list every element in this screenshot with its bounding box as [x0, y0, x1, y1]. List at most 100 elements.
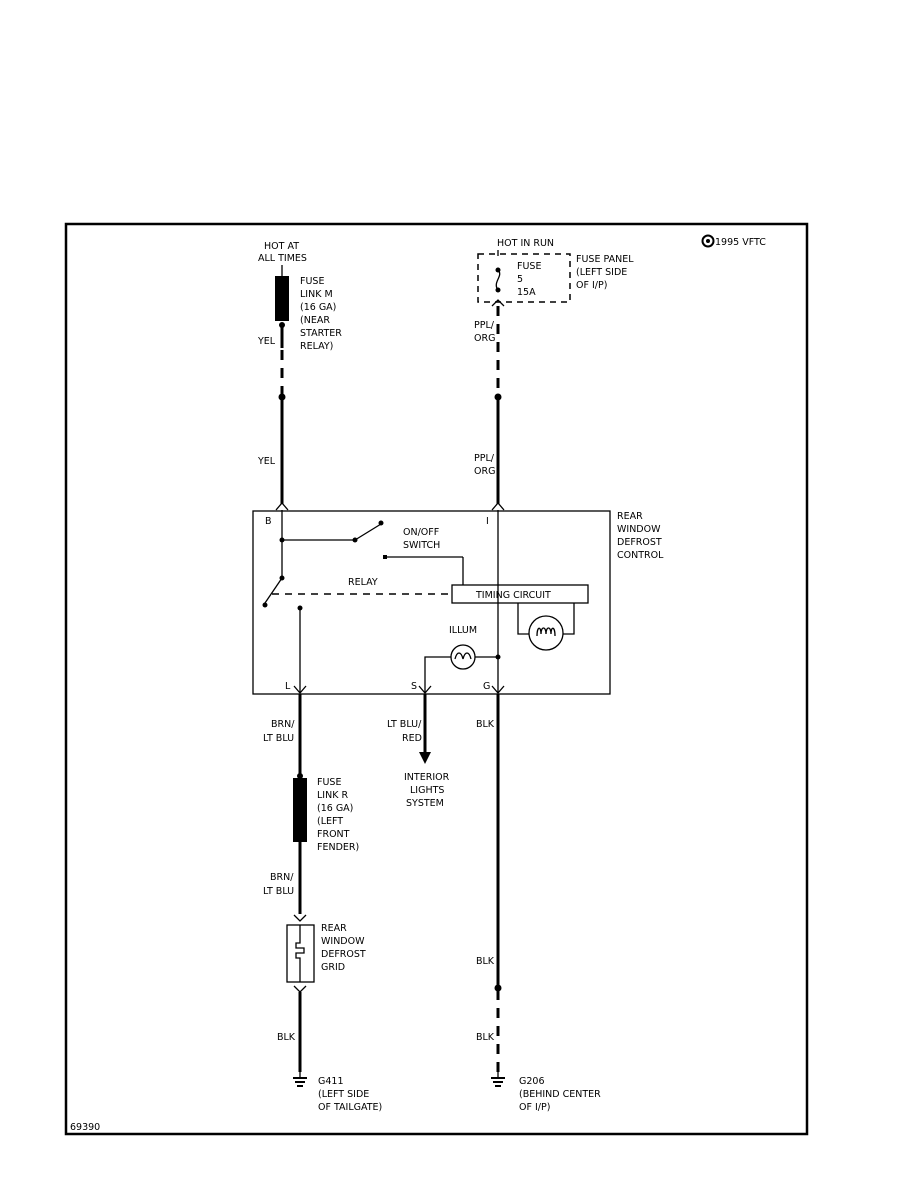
svg-text:OF TAILGATE): OF TAILGATE) — [318, 1102, 382, 1113]
svg-text:REAR: REAR — [617, 511, 643, 522]
wire-label-blk: BLK — [476, 956, 495, 967]
svg-text:(LEFT SIDE: (LEFT SIDE — [576, 267, 627, 278]
defrost-grid-label: REAR WINDOW DEFROST GRID — [321, 923, 366, 973]
wire-label-blk: BLK — [476, 1032, 495, 1043]
svg-text:LINK R: LINK R — [317, 790, 348, 801]
svg-text:LIGHTS: LIGHTS — [410, 785, 444, 796]
right-feed-label: HOT IN RUN — [497, 238, 554, 249]
svg-text:PPL/: PPL/ — [474, 453, 495, 464]
svg-text:G206: G206 — [519, 1076, 545, 1087]
svg-text:PPL/: PPL/ — [474, 320, 495, 331]
terminal-b-label: B — [265, 516, 272, 527]
svg-text:FUSE PANEL: FUSE PANEL — [576, 254, 634, 265]
terminal-i-label: I — [486, 516, 489, 527]
arrow-down-icon — [419, 752, 431, 764]
svg-text:DEFROST: DEFROST — [321, 949, 366, 960]
fuse-label: FUSE 5 15A — [517, 261, 541, 298]
diagram-frame — [64, 222, 809, 1136]
wire-label-brn-lt-blu: BRN/ LT BLU — [263, 872, 294, 897]
svg-text:FENDER): FENDER) — [317, 842, 359, 853]
wire-label-ppl-org: PPL/ ORG — [474, 320, 495, 344]
wire-label-brn-lt-blu: BRN/ LT BLU — [263, 719, 295, 744]
svg-text:CONTROL: CONTROL — [617, 550, 664, 561]
svg-text:LT BLU/: LT BLU/ — [387, 719, 422, 730]
copyright-icon — [701, 234, 715, 248]
fuse-link-m-label: FUSE LINK M (16 GA) (NEAR STARTER RELAY) — [300, 276, 342, 352]
fuse-panel-label: FUSE PANEL (LEFT SIDE OF I/P) — [576, 254, 634, 291]
svg-text:(LEFT SIDE: (LEFT SIDE — [318, 1089, 369, 1100]
connector-i-chevron — [491, 502, 505, 511]
svg-text:OF I/P): OF I/P) — [519, 1102, 550, 1113]
svg-text:(BEHIND CENTER: (BEHIND CENTER — [519, 1089, 601, 1100]
copyright-text: 1995 VFTC — [715, 237, 766, 248]
ground-g206-icon — [491, 1072, 505, 1087]
defrost-control-module — [252, 510, 611, 695]
on-off-switch-blade — [354, 523, 382, 541]
svg-text:WINDOW: WINDOW — [617, 524, 661, 535]
svg-text:FUSE: FUSE — [300, 276, 324, 287]
timing-circuit-label: TIMING CIRCUIT — [475, 590, 551, 601]
fuse-panel-box — [477, 253, 571, 303]
relay-label: RELAY — [348, 577, 378, 588]
heating-element-icon — [295, 925, 305, 982]
svg-text:ON/OFF: ON/OFF — [403, 527, 439, 538]
switch-label: ON/OFF SWITCH — [403, 527, 440, 551]
wire-label-yel: YEL — [257, 456, 276, 467]
wire-label-yel: YEL — [257, 336, 276, 347]
svg-text:RELAY): RELAY) — [300, 341, 333, 352]
svg-text:LT BLU: LT BLU — [263, 886, 294, 897]
ground-g411-label: G411 (LEFT SIDE OF TAILGATE) — [318, 1076, 382, 1113]
figure-id: 69390 — [70, 1122, 100, 1133]
svg-text:FUSE: FUSE — [517, 261, 541, 272]
svg-text:(16 GA): (16 GA) — [317, 803, 353, 814]
svg-text:FRONT: FRONT — [317, 829, 350, 840]
interior-lights-label: INTERIOR LIGHTS SYSTEM — [404, 772, 450, 809]
svg-text:ORG: ORG — [474, 333, 495, 344]
wire-label-blk: BLK — [277, 1032, 296, 1043]
terminal-s-label: S — [411, 681, 417, 692]
svg-text:LINK M: LINK M — [300, 289, 333, 300]
svg-text:SYSTEM: SYSTEM — [406, 798, 444, 809]
illum-label: ILLUM — [449, 625, 477, 636]
svg-text:WINDOW: WINDOW — [321, 936, 365, 947]
indicator-lamp-icon — [528, 615, 564, 651]
svg-text:(LEFT: (LEFT — [317, 816, 343, 827]
wire-label-ppl-org: PPL/ ORG — [474, 453, 495, 477]
fuse-link-r-label: FUSE LINK R (16 GA) (LEFT FRONT FENDER) — [317, 777, 359, 853]
ground-g411-icon — [293, 1072, 307, 1087]
svg-text:BRN/: BRN/ — [271, 719, 295, 730]
connector-b-chevron — [275, 502, 289, 511]
wire-label-lt-blu-red: LT BLU/ RED — [387, 719, 422, 744]
svg-text:FUSE: FUSE — [317, 777, 341, 788]
terminal-g-label: G — [483, 681, 490, 692]
svg-text:INTERIOR: INTERIOR — [404, 772, 450, 783]
ground-g206-label: G206 (BEHIND CENTER OF I/P) — [519, 1076, 601, 1113]
svg-text:5: 5 — [517, 274, 523, 285]
svg-text:RED: RED — [402, 733, 422, 744]
svg-text:15A: 15A — [517, 287, 536, 298]
svg-text:(16 GA): (16 GA) — [300, 302, 336, 313]
wire-label-blk: BLK — [476, 719, 495, 730]
svg-text:HOT AT: HOT AT — [264, 241, 299, 252]
left-feed-label: HOT AT ALL TIMES — [258, 241, 307, 264]
svg-text:ALL TIMES: ALL TIMES — [258, 253, 307, 264]
svg-text:GRID: GRID — [321, 962, 345, 973]
svg-text:SWITCH: SWITCH — [403, 540, 440, 551]
timing-circuit-box — [451, 584, 589, 604]
svg-text:ORG: ORG — [474, 466, 495, 477]
illumination-lamp-icon — [450, 644, 476, 670]
svg-text:BRN/: BRN/ — [270, 872, 294, 883]
svg-text:LT BLU: LT BLU — [263, 733, 294, 744]
fuse-link-r — [293, 778, 307, 842]
relay-contact-blade — [264, 577, 283, 604]
svg-text:(NEAR: (NEAR — [300, 315, 330, 326]
svg-text:STARTER: STARTER — [300, 328, 342, 339]
svg-text:OF I/P): OF I/P) — [576, 280, 607, 291]
terminal-l-label: L — [285, 681, 291, 692]
copyright-mark: 1995 VFTC — [701, 234, 766, 248]
svg-text:G411: G411 — [318, 1076, 344, 1087]
svg-text:DEFROST: DEFROST — [617, 537, 662, 548]
fuse-5-symbol — [495, 267, 501, 293]
svg-text:REAR: REAR — [321, 923, 347, 934]
